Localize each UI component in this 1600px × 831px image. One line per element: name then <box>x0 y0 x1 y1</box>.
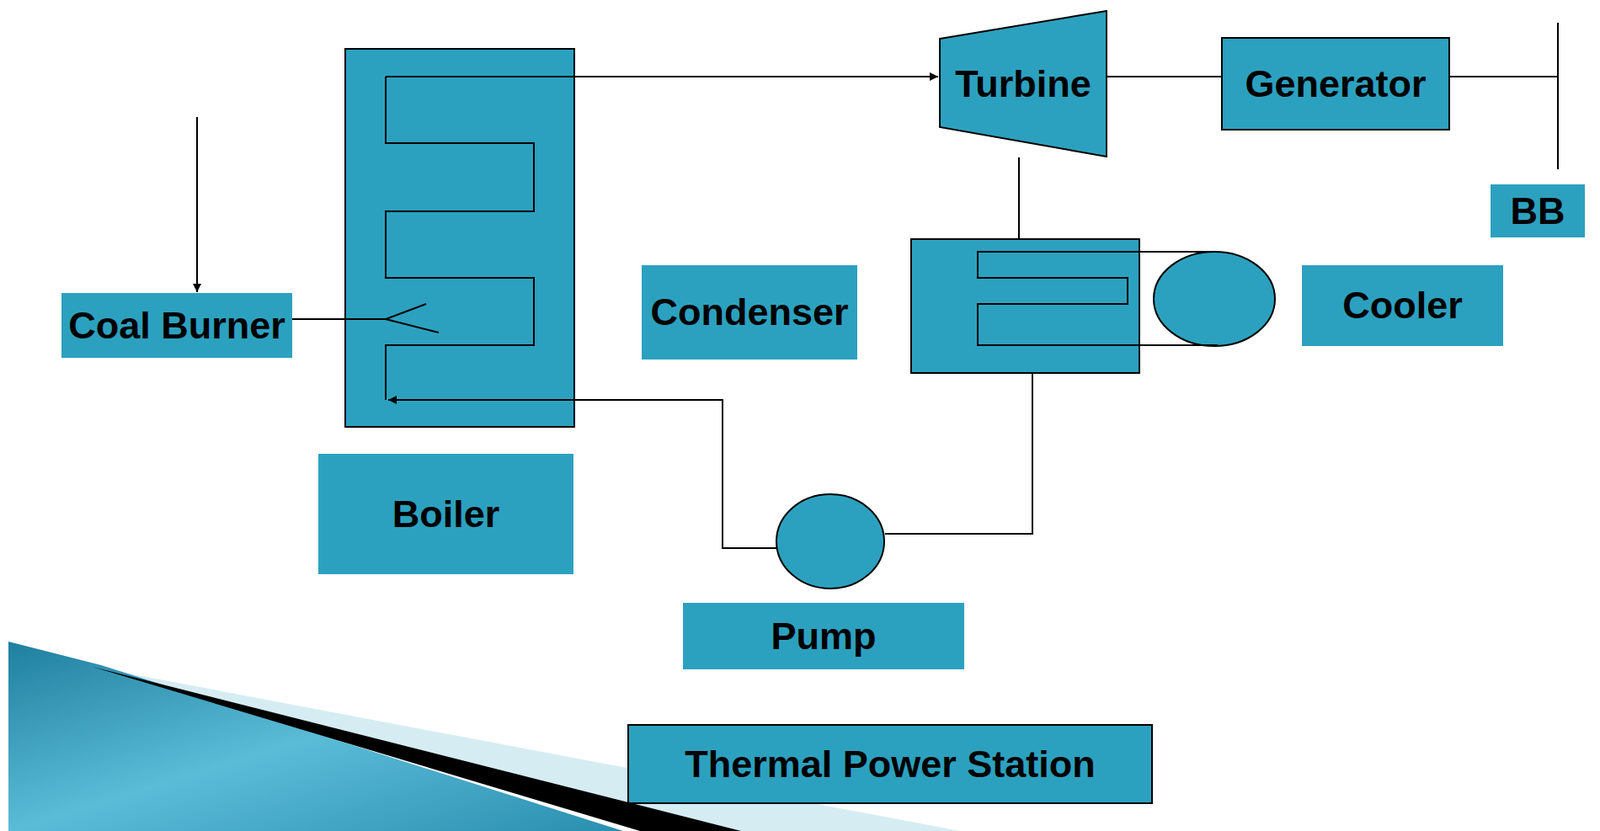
steam-pipe <box>385 75 939 78</box>
cooler-label: Cooler <box>1301 265 1504 347</box>
burner-nozzle <box>385 304 439 333</box>
exhaust-pipe <box>1018 157 1020 240</box>
generator-box: Generator <box>1221 37 1451 131</box>
condenser-coil <box>977 251 1218 346</box>
node-label: Boiler <box>392 493 501 536</box>
busbar-label: BB <box>1490 184 1585 238</box>
generator-lead <box>1450 75 1558 78</box>
node-label: Pump <box>770 615 876 658</box>
boiler-label: Boiler <box>318 453 574 575</box>
busbar <box>1557 22 1559 170</box>
shaft-line <box>1107 75 1222 78</box>
boiler-vessel <box>345 48 575 427</box>
node-label: Cooler <box>1342 284 1463 327</box>
condenser-vessel <box>911 239 1140 374</box>
node-label: BB <box>1510 190 1566 233</box>
coal-feed-arrow <box>196 117 198 293</box>
condensate-pipe <box>885 373 1033 534</box>
node-label: Generator <box>1244 63 1426 106</box>
node-label: Condenser <box>650 291 848 334</box>
node-label: Turbine <box>954 63 1092 106</box>
node-label: Coal Burner <box>68 304 286 347</box>
boiler-coil <box>385 76 534 400</box>
swoosh-teal <box>8 641 624 831</box>
turbine-shape: Turbine <box>938 10 1108 158</box>
condenser-label: Condenser <box>641 265 858 360</box>
burner-label: Coal Burner <box>61 293 293 358</box>
pump-circle <box>776 494 885 589</box>
title-box: Thermal Power Station <box>627 724 1153 805</box>
node-label: Thermal Power Station <box>684 743 1096 786</box>
burner-pipe <box>290 318 386 320</box>
pump-label: Pump <box>682 602 965 670</box>
turbine-trapezoid <box>939 10 1107 157</box>
cooler-circle <box>1153 251 1275 347</box>
